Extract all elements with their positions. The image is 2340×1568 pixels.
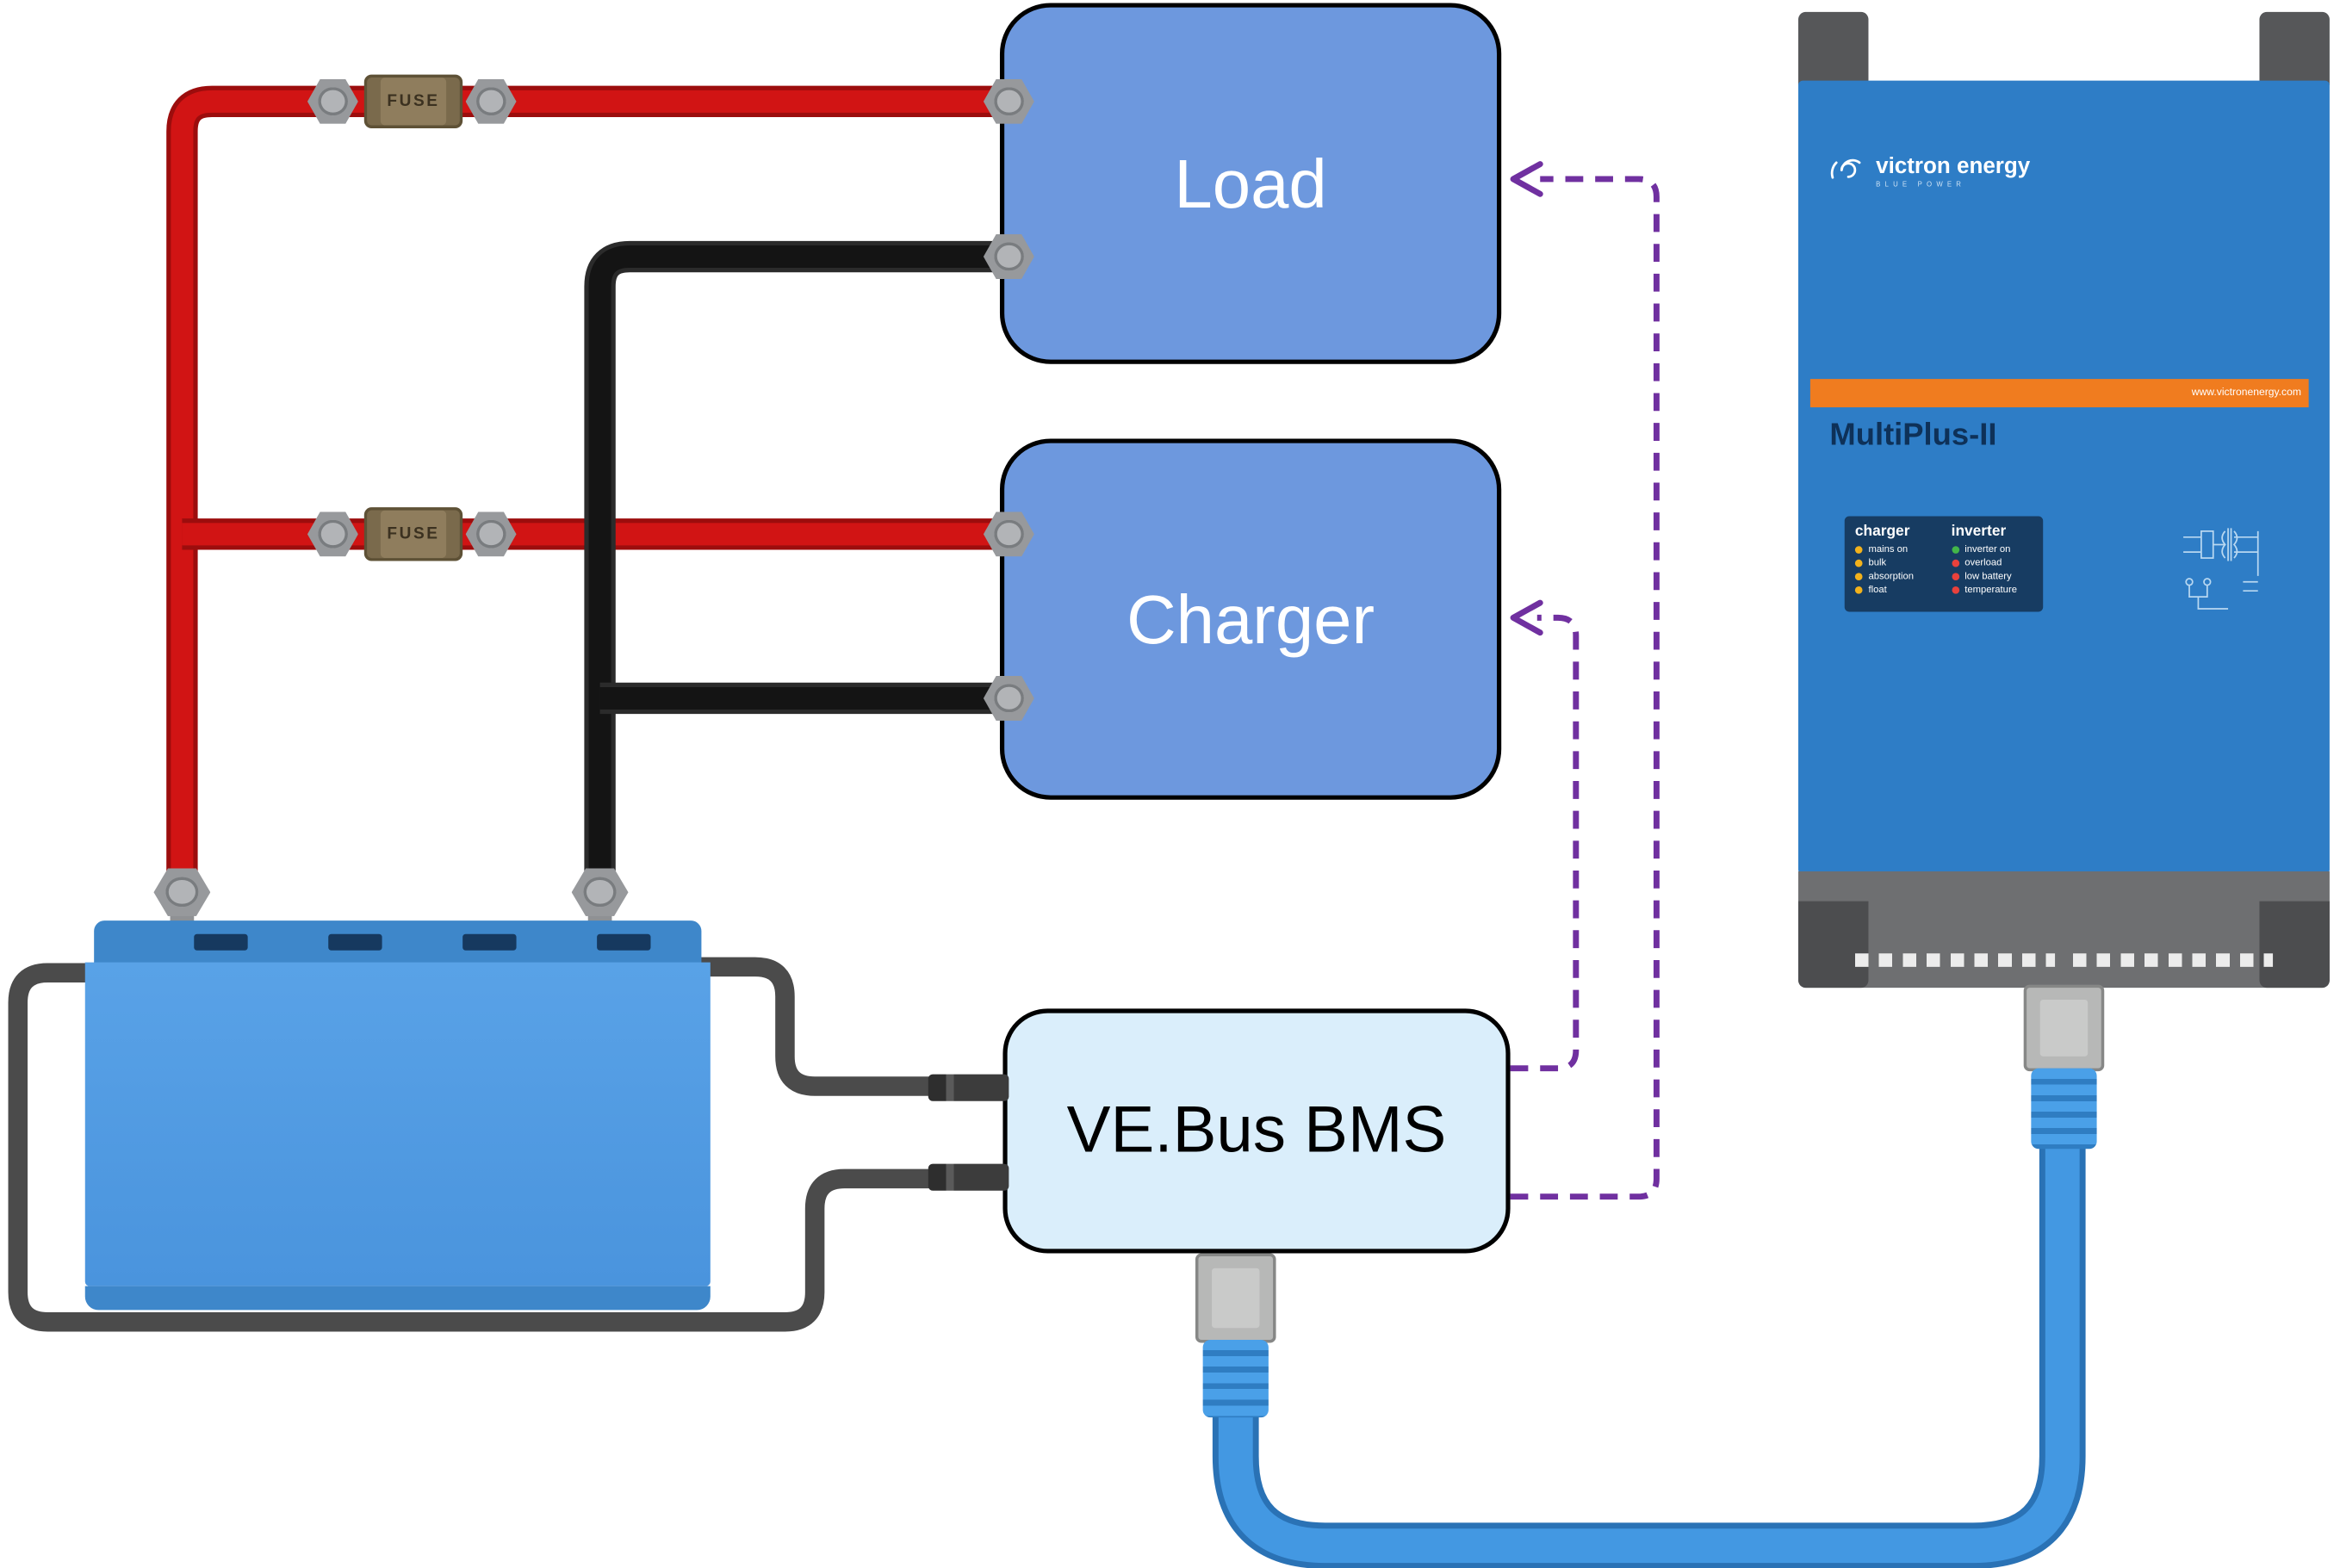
- chassis-foot-right: [2259, 901, 2330, 989]
- charger-label: Charger: [1127, 580, 1375, 659]
- led-overload: [1951, 559, 1959, 567]
- led-label: low battery: [1964, 571, 2012, 582]
- model-name: MultiPlus-II: [1829, 418, 1997, 453]
- fuse-nut-right: [465, 78, 517, 124]
- charger-box: Charger: [999, 438, 1502, 800]
- vebus-bms-box: VE.Bus BMS: [1002, 1008, 1511, 1254]
- fuse-body: FUSE: [363, 507, 463, 561]
- led-label: temperature: [1964, 585, 2017, 596]
- fuse-label: FUSE: [387, 92, 440, 111]
- battery-sense-cable-top: [686, 957, 965, 1096]
- multiplus-chassis: [1798, 871, 2330, 989]
- load-box: Load: [999, 3, 1502, 364]
- fuse-nut-left: [307, 78, 358, 124]
- led-inverter-on: [1951, 546, 1959, 554]
- multiplus-unit: victron energy BLUE POWER www.victronene…: [1798, 11, 2330, 989]
- fuse-nut-right: [465, 511, 517, 557]
- charger-arrowhead: [1510, 599, 1543, 636]
- inverter-led-column: inverter inverter on overload low batter…: [1951, 524, 2033, 604]
- bms-cable-boot: [1202, 1340, 1269, 1418]
- led-label: mains on: [1868, 544, 1909, 555]
- load-positive-terminal-nut: [983, 78, 1034, 124]
- fuse-body: FUSE: [363, 74, 463, 129]
- negative-cable-to-load: [588, 245, 1009, 899]
- battery-cell-cap: [462, 933, 517, 951]
- brand-name: victron energy: [1876, 153, 2031, 179]
- wiring-schematic-icon: [2183, 528, 2259, 610]
- website-text: www.victronenergy.com: [2191, 387, 2301, 399]
- orange-stripe: www.victronenergy.com: [1809, 379, 2309, 408]
- led-label: bulk: [1868, 558, 1887, 569]
- multiplus-front-panel: [1798, 80, 2330, 875]
- bms-to-load-signal-line: [1510, 176, 1660, 1200]
- led-label: absorption: [1868, 571, 1915, 582]
- brand-tagline: BLUE POWER: [1876, 180, 1966, 189]
- charger-positive-terminal-nut: [983, 511, 1034, 557]
- battery-cell-cap: [597, 933, 651, 951]
- chassis-foot-left: [1798, 901, 1869, 989]
- vent-slots-left: [1854, 953, 2056, 967]
- led-temperature: [1951, 586, 1959, 594]
- battery: [82, 859, 713, 1329]
- mounting-bracket-right: [2259, 11, 2330, 85]
- bms-to-charger-signal-line: [1510, 614, 1580, 1072]
- fuse-label: FUSE: [387, 524, 440, 543]
- vebus-cable: [1218, 1141, 2080, 1564]
- led-label: float: [1868, 585, 1887, 596]
- victron-logo: victron energy BLUE POWER: [1828, 153, 2031, 189]
- charger-led-column: charger mains on bulk absorption float: [1854, 524, 1936, 604]
- fuse-load-line: FUSE: [307, 71, 517, 131]
- vent-slots-right: [2072, 953, 2274, 967]
- led-label: inverter on: [1964, 544, 2011, 555]
- bms-battery-plug-top: [928, 1074, 1009, 1101]
- battery-base: [84, 1286, 711, 1311]
- battery-cell-cap: [328, 933, 382, 951]
- led-bulk: [1854, 559, 1863, 567]
- fuse-charger-line: FUSE: [307, 505, 517, 564]
- led-low-battery: [1951, 573, 1959, 581]
- vebus-bms-label: VE.Bus BMS: [1066, 1094, 1447, 1168]
- fuse-nut-left: [307, 511, 358, 557]
- led-mains-on: [1854, 546, 1863, 554]
- multiplus-cable-boot: [2031, 1068, 2097, 1150]
- positive-cable-to-load: [171, 90, 1009, 896]
- load-arrowhead: [1510, 161, 1543, 197]
- charger-negative-terminal-nut: [983, 675, 1034, 721]
- led-label: overload: [1964, 558, 2002, 569]
- mounting-bracket-left: [1798, 11, 1869, 85]
- battery-positive-terminal-nut: [153, 868, 211, 916]
- led-status-panel: charger mains on bulk absorption float i…: [1844, 516, 2044, 612]
- battery-sense-cable-bottom: [8, 963, 965, 1332]
- bms-battery-plug-bottom: [928, 1163, 1009, 1191]
- led-float: [1854, 586, 1863, 594]
- battery-body: [84, 962, 711, 1286]
- led-absorption: [1854, 573, 1863, 581]
- charger-column-title: charger: [1854, 524, 1910, 541]
- battery-negative-terminal-nut: [571, 868, 629, 916]
- load-negative-terminal-nut: [983, 234, 1034, 280]
- victron-swirl-icon: [1830, 158, 1861, 179]
- battery-cell-cap: [194, 933, 248, 951]
- inverter-column-title: inverter: [1951, 524, 2007, 541]
- load-label: Load: [1174, 145, 1327, 223]
